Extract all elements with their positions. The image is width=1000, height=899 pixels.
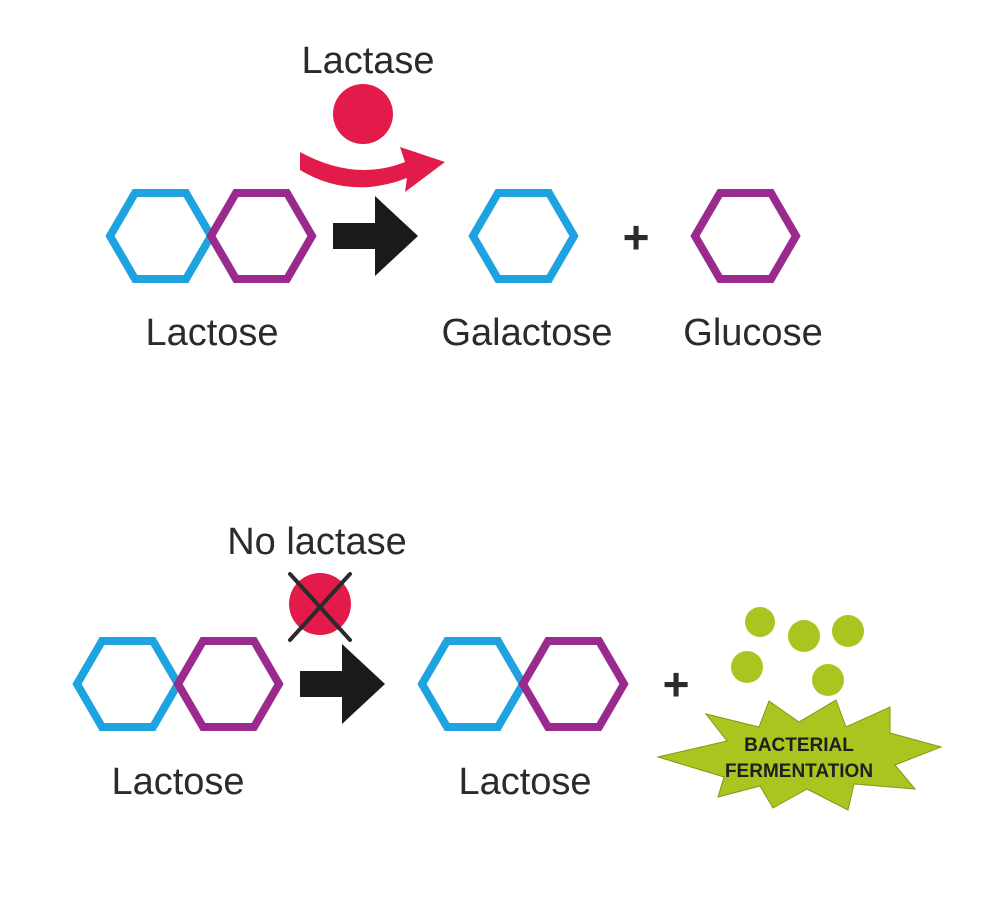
reaction-arrow-icon — [300, 644, 385, 724]
plus-sign-top: + — [623, 211, 650, 263]
galactose-hexagon-icon — [417, 637, 528, 731]
lactose-molecule-top — [105, 189, 317, 283]
galactose-hexagon-icon — [468, 189, 579, 283]
galactose-label: Galactose — [441, 312, 612, 354]
plus-sign-bottom: + — [663, 658, 690, 710]
cross-icon — [288, 572, 352, 642]
reaction-arrow-icon — [333, 196, 418, 276]
glucose-hexagon-icon — [518, 637, 629, 731]
burst-text-line1: BACTERIAL — [744, 735, 854, 756]
lactose-molecule-bottom-left — [72, 637, 284, 731]
galactose-hexagon-icon — [72, 637, 183, 731]
bacteria-icon — [731, 607, 864, 696]
no-lactase-label: No lactase — [227, 521, 407, 563]
fermentation-burst-icon — [656, 699, 943, 811]
burst-text-line2: FERMENTATION — [725, 761, 873, 782]
glucose-label: Glucose — [683, 312, 822, 354]
lactose-label-bottom-left: Lactose — [111, 761, 244, 803]
lactose-molecule-bottom-right — [417, 637, 629, 731]
lactase-enzyme-icon — [333, 84, 393, 144]
curved-arrow-icon — [300, 147, 445, 192]
galactose-hexagon-icon — [105, 189, 216, 283]
lactose-label-bottom-right: Lactose — [458, 761, 591, 803]
glucose-hexagon-icon — [206, 189, 317, 283]
glucose-hexagon-icon — [690, 189, 801, 283]
glucose-hexagon-icon — [173, 637, 284, 731]
lactase-label: Lactase — [301, 40, 434, 82]
lactose-label-top: Lactose — [145, 312, 278, 354]
